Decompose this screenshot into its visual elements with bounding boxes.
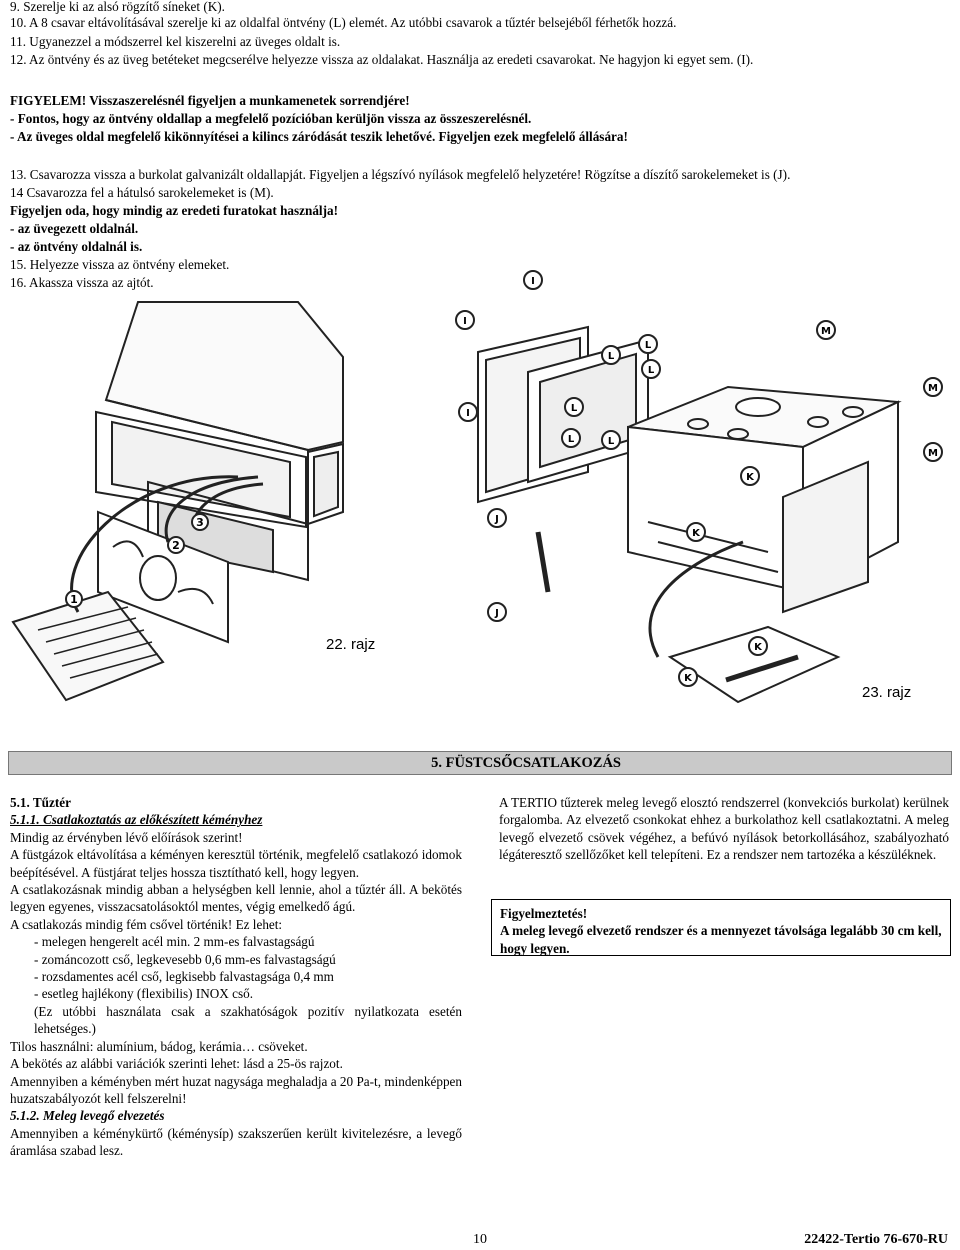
document-code: 22422-Tertio 76-670-RU <box>804 1232 948 1247</box>
label-l-2: L <box>645 340 652 351</box>
stove-right-drawing <box>477 325 902 704</box>
label-k-1: K <box>746 472 755 483</box>
figure-caption-22: 22. rajz <box>326 636 376 653</box>
paragraph-tertio: A TERTIO tűzterek meleg levegő elosztó r… <box>499 795 949 863</box>
label-m-3: M <box>928 448 938 459</box>
label-j-2: J <box>494 608 499 619</box>
heading-5-1-2: 5.1.2. Meleg levegő elvezetés <box>10 1108 165 1124</box>
label-l-4: L <box>568 434 575 445</box>
label-l-5: L <box>571 403 578 414</box>
stove-left-drawing <box>11 301 344 702</box>
warning-box-title: Figyelmeztetés! <box>500 906 588 921</box>
assembly-drawing-svg: 1 2 3 <box>11 270 943 704</box>
warning-box-text: A meleg levegő elvezető rendszer és a me… <box>500 923 942 956</box>
glass-side-note: - az üvegezett oldalnál. <box>10 221 139 236</box>
label-j-1: J <box>494 514 499 525</box>
section-title: 5. FÜSTCSŐCSATLAKOZÁS <box>431 755 621 771</box>
heading-5-1-1: 5.1.1. Csatlakoztatás az előkészített ké… <box>10 812 263 828</box>
paragraph-forbidden: Tilos használni: alumínium, bádog, kerám… <box>10 1038 308 1054</box>
paragraph-flue-gas: A füstgázok eltávolítása a kéményen kere… <box>10 847 462 880</box>
heading-5-1: 5.1. Tűztér <box>10 795 71 810</box>
warning-line-2: - Az üveges oldal megfelelő kikönnyítése… <box>10 129 628 144</box>
warning-box: Figyelmeztetés! A meleg levegő elvezető … <box>491 899 951 956</box>
step-9: 9. Szerelje ki az alsó rögzítő síneket (… <box>10 0 225 14</box>
step-10: 10. A 8 csavar eltávolításával szerelje … <box>10 15 677 30</box>
step-12: 12. Az öntvény és az üveg betéteket megc… <box>10 52 754 67</box>
label-3: 3 <box>196 516 204 529</box>
cast-side-note: - az öntvény oldalnál is. <box>10 239 143 254</box>
label-l-1: L <box>608 351 615 362</box>
label-2: 2 <box>172 539 180 552</box>
label-1: 1 <box>70 593 78 606</box>
label-k-4: K <box>684 673 693 684</box>
label-m-1: M <box>821 326 831 337</box>
left-column: 5.1. Tűztér 5.1.1. Csatlakoztatás az elő… <box>10 794 462 1160</box>
pipe-option-4: - esetleg hajlékony (flexibilis) INOX cs… <box>34 986 253 1002</box>
paragraph-regulations: Mindig az érvényben lévő előírások szeri… <box>10 829 243 845</box>
page-number: 10 <box>473 1232 487 1247</box>
label-k-2: K <box>692 528 701 539</box>
label-i-top: I <box>531 276 535 287</box>
assembly-drawing: 1 2 3 <box>8 262 952 730</box>
paragraph-metal-pipe: A csatlakozás mindig fém csővel történik… <box>10 916 283 932</box>
step-15: 15. Helyezze vissza az öntvény elemeket. <box>10 257 230 272</box>
step-13: 13. Csavarozza vissza a burkolat galvani… <box>10 167 791 182</box>
step-11: 11. Ugyanezzel a módszerrel kel kiszerel… <box>10 34 341 49</box>
paragraph-connection-room: A csatlakozásnak mindig abban a helységb… <box>10 882 462 915</box>
pipe-option-2: - zománcozott cső, legkevesebb 0,6 mm-es… <box>34 951 336 967</box>
pipe-option-3: - rozsdamentes acél cső, legkisebb falva… <box>34 969 334 985</box>
label-m-2: M <box>928 383 938 394</box>
paragraph-draught: Amennyiben a kéményben mért huzat nagysá… <box>10 1073 462 1106</box>
pipe-option-note: (Ez utóbbi használata csak a szakhatóság… <box>34 1003 462 1037</box>
warning-heading: FIGYELEM! Visszaszerelésnél figyeljen a … <box>10 93 410 108</box>
paragraph-variations: A bekötés az alábbi variációk szerinti l… <box>10 1056 343 1072</box>
label-l-3: L <box>648 365 655 376</box>
pipe-option-1: - melegen hengerelt acél min. 2 mm-es fa… <box>34 934 315 950</box>
step-14: 14 Csavarozza fel a hátulsó sarokelemeke… <box>10 185 274 200</box>
label-i-mid: I <box>466 408 470 419</box>
original-holes-note: Figyeljen oda, hogy mindig az eredeti fu… <box>10 203 338 218</box>
label-i-left: I <box>463 316 467 327</box>
label-l-6: L <box>608 436 615 447</box>
right-column: A TERTIO tűzterek meleg levegő elosztó r… <box>499 794 949 864</box>
figure-caption-23: 23. rajz <box>862 684 912 701</box>
warning-line-1: - Fontos, hogy az öntvény oldallap a meg… <box>10 111 532 126</box>
label-k-3: K <box>754 642 763 653</box>
step-16: 16. Akassza vissza az ajtót. <box>10 275 154 290</box>
section-header-bar: 5. FÜSTCSŐCSATLAKOZÁS <box>8 751 952 775</box>
paragraph-chimney: Amennyiben a kéménykürtő (kéménysíp) sza… <box>10 1125 462 1159</box>
